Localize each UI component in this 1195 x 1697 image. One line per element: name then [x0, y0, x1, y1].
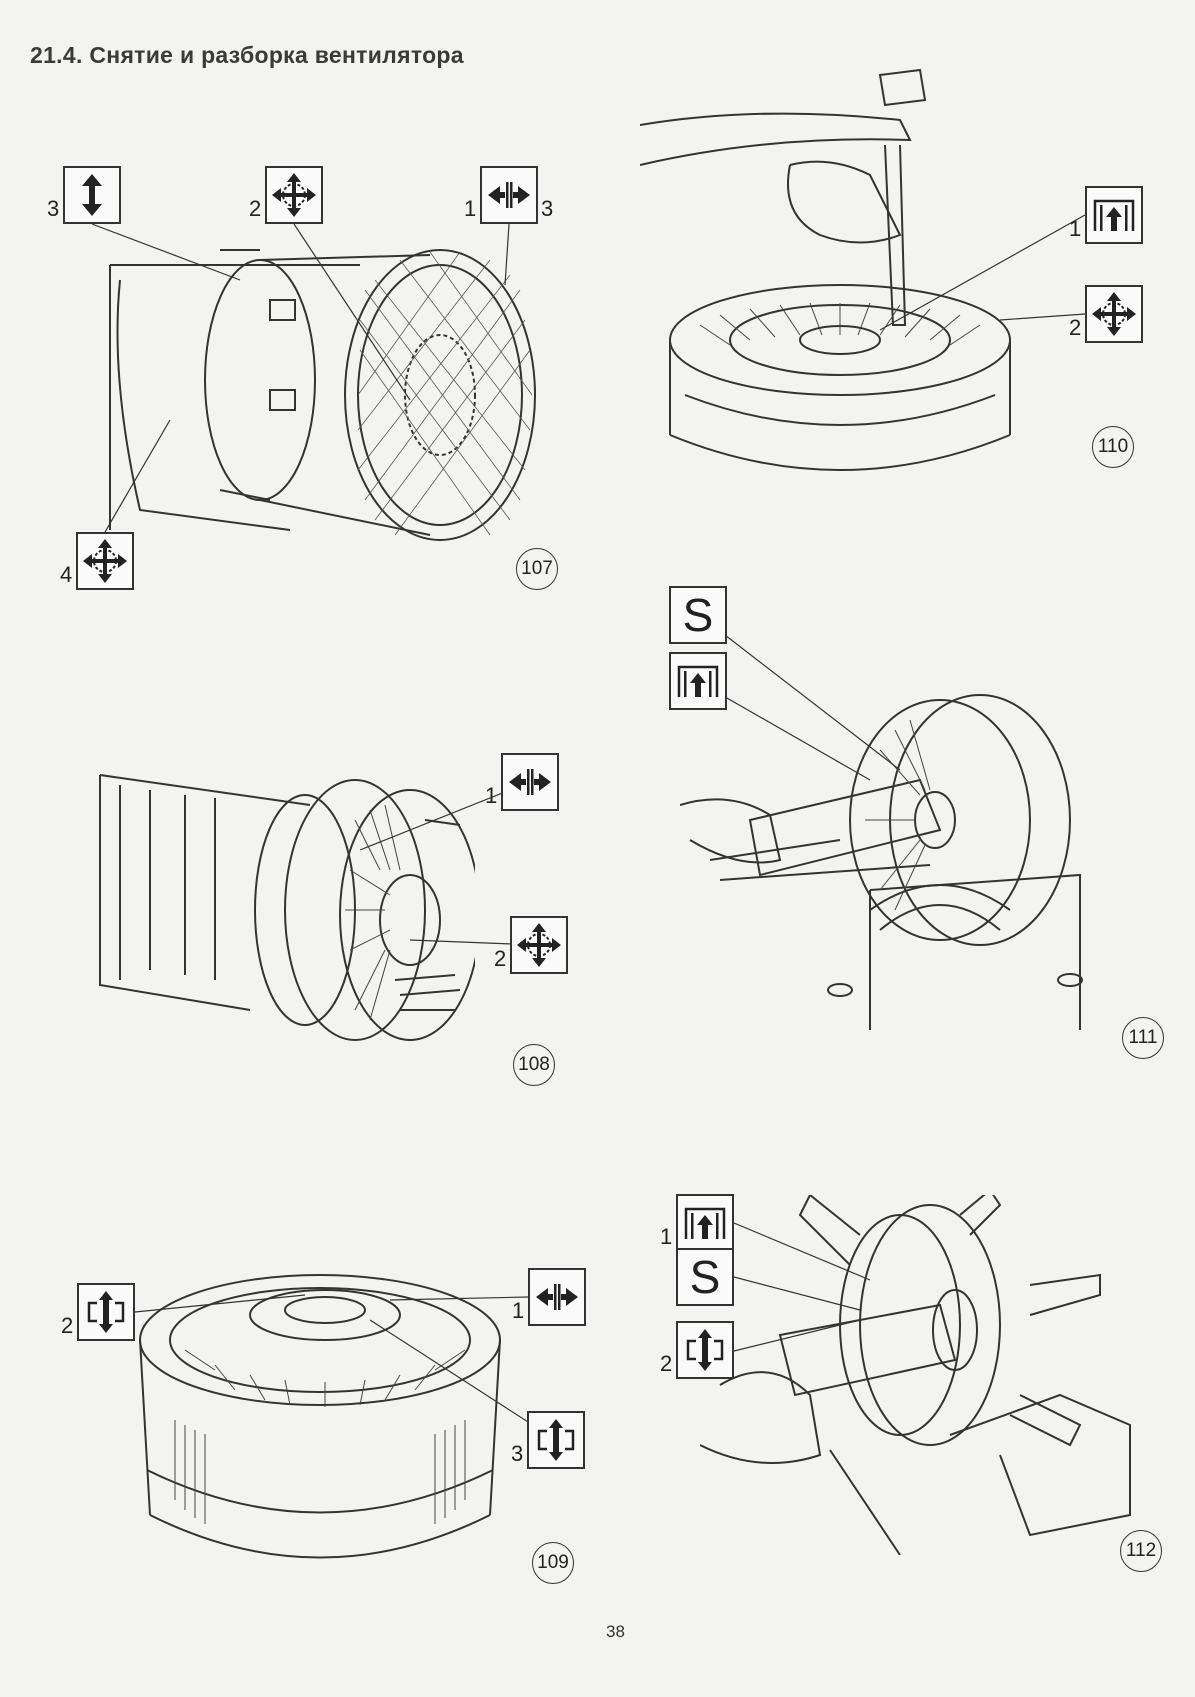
callout-number: 3 — [511, 1441, 524, 1466]
figure-108-drawing — [99, 774, 475, 1041]
press-out-icon — [1085, 186, 1143, 244]
move-all-directions-icon — [265, 166, 323, 224]
separate-icon — [528, 1268, 586, 1326]
separate-icon — [480, 166, 538, 224]
callout-number: 1 — [660, 1224, 673, 1249]
move-all-directions-icon — [1085, 285, 1143, 343]
figure-110-drawing — [640, 68, 1011, 471]
callout-number: 2 — [61, 1313, 74, 1338]
figure-number-111: 111 — [1122, 1017, 1164, 1059]
callout-number: 3 — [541, 196, 554, 221]
move-all-directions-icon — [510, 916, 568, 974]
page-number: 38 — [606, 1622, 625, 1641]
figure-number-109: 109 — [532, 1542, 574, 1584]
move-all-directions-icon — [76, 532, 134, 590]
special-tool-icon: S — [676, 1248, 734, 1306]
callout-number: 1 — [512, 1298, 525, 1323]
figure-111-drawing — [680, 694, 1083, 1030]
move-up-down-icon — [63, 166, 121, 224]
figure-112-drawing — [700, 1195, 1131, 1555]
callout-number: 2 — [249, 196, 262, 221]
callout-number: 1 — [485, 783, 498, 808]
callout-number: 4 — [60, 562, 73, 587]
callout-number: 3 — [47, 196, 60, 221]
figure-number-107: 107 — [516, 548, 558, 590]
figure-number-108: 108 — [513, 1044, 555, 1086]
section-title: 21.4. Снятие и разборка вентилятора — [30, 42, 464, 68]
callout-number: 2 — [1069, 315, 1082, 340]
press-out-icon — [669, 652, 727, 710]
figure-number-110: 110 — [1092, 426, 1134, 468]
press-out-icon — [676, 1194, 734, 1252]
separate-icon — [501, 753, 559, 811]
callout-number: 2 — [494, 946, 507, 971]
figure-number-112: 112 — [1120, 1530, 1162, 1572]
figure-107-drawing — [109, 249, 536, 541]
callout-number: 1 — [464, 196, 477, 221]
figure-109-drawing — [139, 1274, 501, 1559]
expand-icon — [77, 1283, 135, 1341]
expand-icon — [676, 1321, 734, 1379]
expand-icon — [527, 1411, 585, 1469]
special-tool-icon: S — [669, 586, 727, 644]
callout-number: 2 — [660, 1351, 673, 1376]
callout-number: 1 — [1069, 216, 1082, 241]
